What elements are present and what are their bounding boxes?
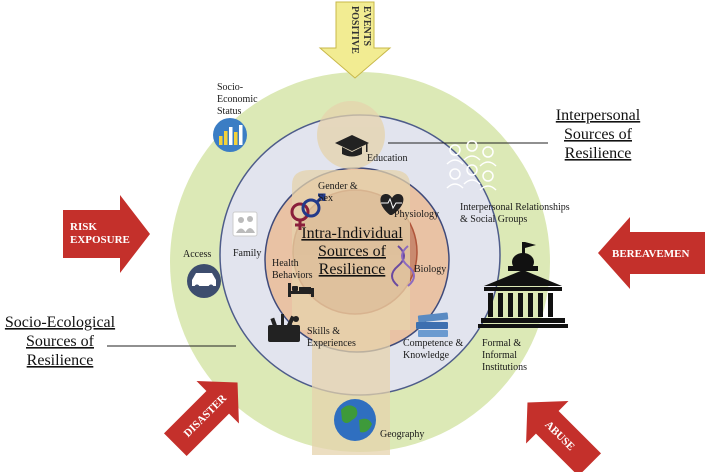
intra-title-1: Intra-Individual <box>301 225 403 242</box>
interpersonal-title: Interpersonal Sources of Resilience <box>556 107 641 162</box>
socio-economic-label-3: Status <box>217 106 242 117</box>
heartbeat-icon <box>380 194 404 215</box>
risk-label-2: EXPOSURE <box>70 234 130 246</box>
bereavement-arrow: BEREAVEMEN <box>598 217 705 289</box>
health-label-2: Behaviors <box>272 270 313 281</box>
people-group-icon <box>446 140 497 191</box>
positive-label-1: POSITIVE <box>349 6 360 54</box>
interpersonal-title-2: Sources of <box>564 126 633 143</box>
education-label: Education <box>367 153 408 164</box>
biology-label: Biology <box>414 264 446 275</box>
bereavement-label: BEREAVEMEN <box>612 248 689 260</box>
books-icon <box>416 312 449 337</box>
geography-label: Geography <box>380 429 424 440</box>
abuse-arrow: ABUSE <box>526 401 602 472</box>
interpersonal-relationships-label-2: & Social Groups <box>460 214 527 225</box>
formal-label-3: Institutions <box>482 362 527 373</box>
formal-label-2: Informal <box>482 350 517 361</box>
physiology-label: Physiology <box>394 209 439 220</box>
skills-label-2: Experiences <box>307 338 356 349</box>
risk-label-1: RISK <box>70 221 97 233</box>
skills-label-1: Skills & <box>307 326 340 337</box>
formal-label-1: Formal & <box>482 338 521 349</box>
competence-label-1: Competence & <box>403 338 463 349</box>
competence-label-2: Knowledge <box>403 350 450 361</box>
intra-title-3: Resilience <box>319 261 386 278</box>
dna-icon <box>391 245 415 287</box>
human-figure <box>292 101 410 455</box>
bed-icon <box>288 283 314 297</box>
gender-symbols-icon <box>290 193 326 230</box>
globe-icon <box>334 399 376 441</box>
government-building-icon <box>478 242 568 328</box>
intra-individual-title: Intra-Individual Sources of Resilience <box>301 225 403 278</box>
interpersonal-title-1: Interpersonal <box>556 107 641 124</box>
interpersonal-relationships-label-1: Interpersonal Relationships <box>460 202 570 213</box>
socio-title-1: Socio-Ecological <box>5 314 116 331</box>
bar-chart-icon <box>213 118 247 152</box>
health-label-1: Health <box>272 258 299 269</box>
family-icon <box>232 211 258 237</box>
interpersonal-title-3: Resilience <box>565 145 632 162</box>
family-label: Family <box>233 248 261 259</box>
toolbox-icon <box>268 314 300 342</box>
car-icon <box>187 264 221 298</box>
intra-title-2: Sources of <box>318 243 387 260</box>
access-label: Access <box>183 249 211 260</box>
positive-label-2: EVENTS <box>361 6 372 46</box>
socio-economic-label-2: Economic <box>217 94 258 105</box>
socio-title-3: Resilience <box>27 352 94 369</box>
socio-title-2: Sources of <box>26 333 95 350</box>
graduation-cap-icon <box>335 135 369 157</box>
gender-label-1: Gender & <box>318 181 358 192</box>
gender-label-2: Sex <box>318 193 333 204</box>
socio-ecological-title: Socio-Ecological Sources of Resilience <box>5 314 116 369</box>
risk-exposure-arrow: RISK EXPOSURE <box>63 195 150 273</box>
socio-economic-label-1: Socio- <box>217 82 243 93</box>
positive-events-arrow: POSITIVE EVENTS <box>318 1 392 79</box>
